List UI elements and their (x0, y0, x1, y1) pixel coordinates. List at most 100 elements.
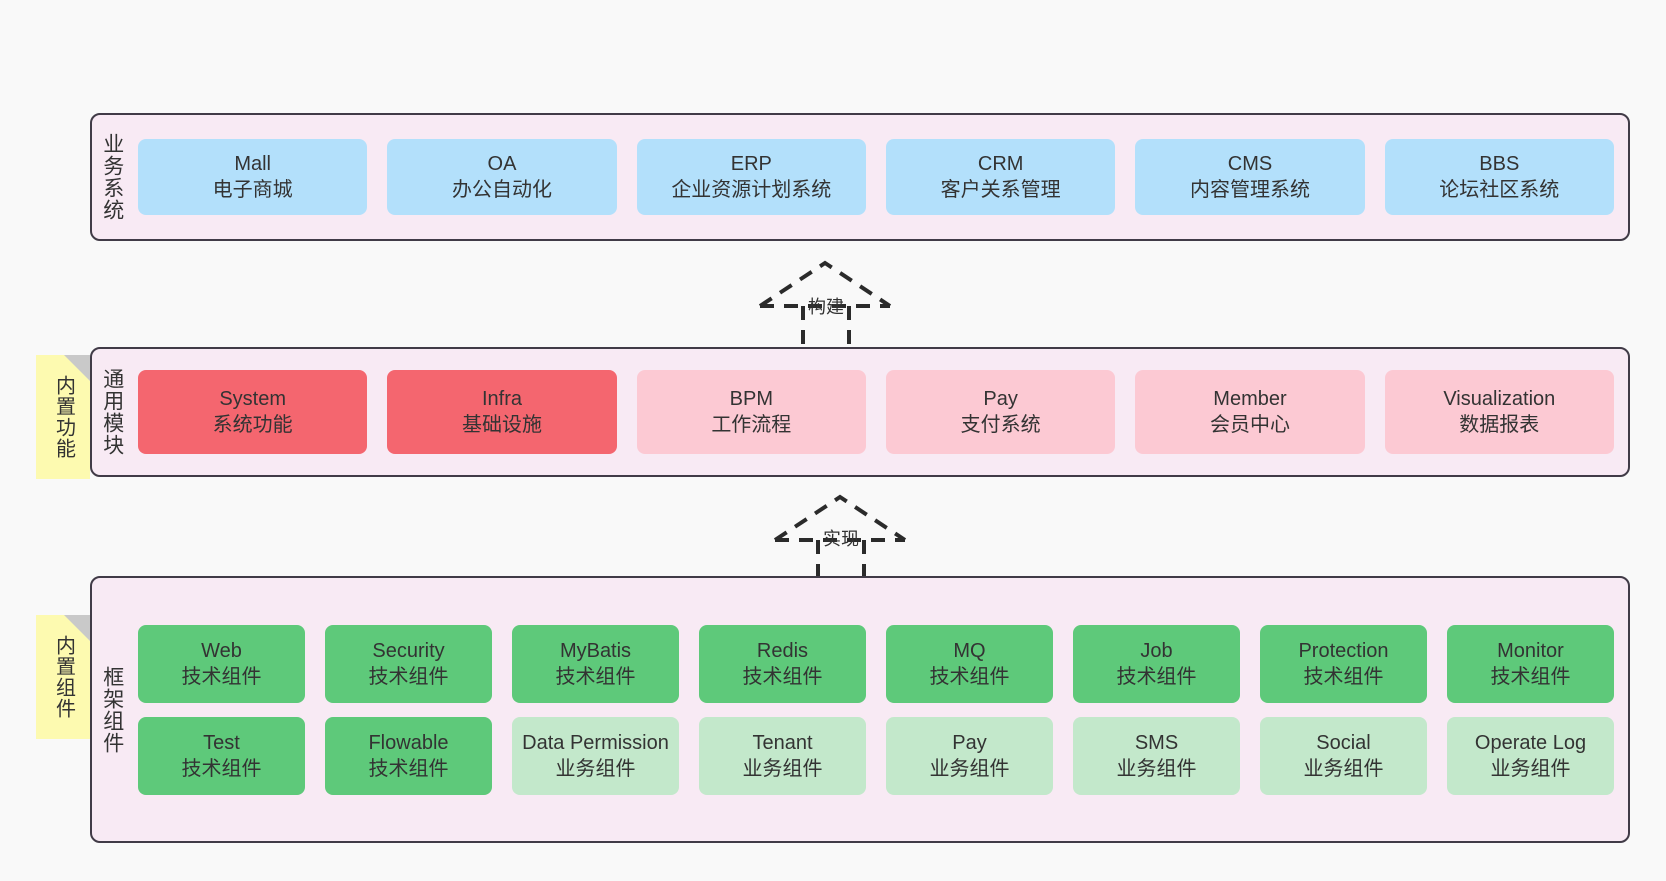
box-mq[interactable]: MQ 技术组件 (886, 624, 1053, 703)
box-title-cn: 系统功能 (212, 414, 293, 436)
box-title-en: Test (203, 731, 240, 754)
box-title-en: Pay (983, 388, 1018, 410)
box-title-cn: 业务组件 (742, 757, 823, 780)
box-title-cn: 技术组件 (555, 665, 636, 688)
box-title-en: MQ (953, 639, 986, 662)
box-bbs[interactable]: BBS 论坛社区系统 (1384, 139, 1614, 215)
box-title-cn: 业务组件 (1303, 757, 1384, 780)
box-title-cn: 客户关系管理 (940, 179, 1061, 201)
box-title-cn: 技术组件 (742, 665, 823, 688)
row-business-components: Test 技术组件 Flowable 技术组件 Data Permission … (138, 716, 1614, 795)
sticky-note-builtin-components: 内置组件 (36, 615, 90, 739)
box-title-cn: 企业资源计划系统 (671, 179, 832, 201)
row-tech-components: Web 技术组件 Security 技术组件 MyBatis 技术组件 Redi… (138, 624, 1614, 703)
box-pay-component[interactable]: Pay 业务组件 (886, 716, 1053, 795)
box-title-en: Web (201, 639, 242, 662)
box-crm[interactable]: CRM 客户关系管理 (885, 139, 1116, 215)
box-title-en: Mall (234, 153, 271, 175)
box-title-cn: 论坛社区系统 (1439, 179, 1560, 201)
box-title-cn: 技术组件 (929, 665, 1010, 688)
row-common-modules: System 系统功能 Infra 基础设施 BPM 工作流程 Pay 支付系统… (138, 370, 1614, 454)
box-erp[interactable]: ERP 企业资源计划系统 (636, 139, 866, 215)
layer-title-framework-component: 框架组件 (100, 665, 124, 754)
sticky-note-builtin-features: 内置功能 (36, 355, 90, 479)
layer-common-module[interactable]: 通用模块 System 系统功能 Infra 基础设施 BPM 工作流程 Pay… (90, 347, 1630, 477)
box-title-en: Flowable (368, 731, 449, 754)
note-fold-corner-icon (64, 615, 90, 641)
box-title-en: OA (487, 153, 517, 175)
box-title-en: System (219, 388, 286, 410)
layer-body-framework-component: Web 技术组件 Security 技术组件 MyBatis 技术组件 Redi… (132, 578, 1628, 841)
box-title-cn: 数据报表 (1459, 414, 1540, 436)
box-monitor[interactable]: Monitor 技术组件 (1447, 624, 1614, 703)
box-title-cn: 业务组件 (929, 757, 1010, 780)
box-title-cn: 技术组件 (1116, 665, 1197, 688)
box-title-cn: 业务组件 (1116, 757, 1197, 780)
layer-title-common-module: 通用模块 (100, 368, 124, 456)
box-title-en: Visualization (1443, 388, 1556, 410)
note-fold-corner-icon (64, 355, 90, 381)
box-data-permission[interactable]: Data Permission 业务组件 (512, 716, 679, 795)
box-flowable[interactable]: Flowable 技术组件 (325, 716, 492, 795)
box-web[interactable]: Web 技术组件 (138, 624, 305, 703)
box-title-en: Job (1140, 639, 1173, 662)
box-title-en: Protection (1298, 639, 1389, 662)
box-title-en: MyBatis (559, 639, 632, 662)
box-title-en: Data Permission (522, 731, 669, 754)
box-oa[interactable]: OA 办公自动化 (387, 139, 617, 215)
box-social[interactable]: Social 业务组件 (1260, 716, 1427, 795)
box-protection[interactable]: Protection 技术组件 (1260, 624, 1427, 703)
box-title-cn: 会员中心 (1209, 414, 1290, 436)
box-infra[interactable]: Infra 基础设施 (387, 370, 617, 454)
box-title-cn: 技术组件 (1490, 665, 1571, 688)
box-system[interactable]: System 系统功能 (138, 370, 368, 454)
box-title-en: Infra (481, 388, 522, 410)
layer-body-business-system: Mall 电子商城 OA 办公自动化 ERP 企业资源计划系统 CRM 客户关系… (132, 115, 1628, 239)
box-security[interactable]: Security 技术组件 (325, 624, 492, 703)
box-title-cn: 内容管理系统 (1189, 179, 1310, 201)
box-job[interactable]: Job 技术组件 (1073, 624, 1240, 703)
box-title-en: Pay (952, 731, 987, 754)
box-title-cn: 支付系统 (960, 414, 1041, 436)
box-redis[interactable]: Redis 技术组件 (699, 624, 866, 703)
box-mall[interactable]: Mall 电子商城 (138, 139, 368, 215)
sticky-note-label: 内置组件 (52, 635, 75, 719)
box-bpm[interactable]: BPM 工作流程 (636, 370, 866, 454)
box-title-en: ERP (730, 153, 772, 175)
box-tenant[interactable]: Tenant 业务组件 (699, 716, 866, 795)
box-title-cn: 工作流程 (711, 414, 792, 436)
box-test[interactable]: Test 技术组件 (138, 716, 305, 795)
box-pay-module[interactable]: Pay 支付系统 (885, 370, 1116, 454)
box-title-en: Redis (756, 639, 809, 662)
box-title-cn: 技术组件 (1303, 665, 1384, 688)
box-title-en: BBS (1479, 153, 1520, 175)
layer-framework-component[interactable]: 框架组件 Web 技术组件 Security 技术组件 MyBatis 技术组件… (90, 576, 1630, 843)
box-title-cn: 技术组件 (181, 665, 262, 688)
box-visualization[interactable]: Visualization 数据报表 (1384, 370, 1614, 454)
box-title-cn: 技术组件 (368, 665, 449, 688)
box-operate-log[interactable]: Operate Log 业务组件 (1447, 716, 1614, 795)
layer-title-business-system: 业务系统 (100, 133, 124, 221)
box-member[interactable]: Member 会员中心 (1135, 370, 1365, 454)
box-title-en: Operate Log (1474, 731, 1587, 754)
box-title-cn: 技术组件 (368, 757, 449, 780)
box-sms[interactable]: SMS 业务组件 (1073, 716, 1240, 795)
box-mybatis[interactable]: MyBatis 技术组件 (512, 624, 679, 703)
box-title-en: BPM (729, 388, 773, 410)
box-cms[interactable]: CMS 内容管理系统 (1135, 139, 1365, 215)
layer-business-system[interactable]: 业务系统 Mall 电子商城 OA 办公自动化 ERP 企业资源计划系统 CRM… (90, 113, 1630, 241)
box-title-en: Monitor (1497, 639, 1564, 662)
box-title-en: Member (1213, 388, 1287, 410)
box-title-en: CRM (977, 153, 1024, 175)
sticky-note-label: 内置功能 (52, 375, 75, 459)
box-title-cn: 基础设施 (461, 414, 542, 436)
box-title-cn: 办公自动化 (451, 179, 552, 201)
box-title-en: Tenant (752, 731, 813, 754)
box-title-en: SMS (1134, 731, 1179, 754)
box-title-cn: 电子商城 (212, 179, 293, 201)
box-title-en: Social (1316, 731, 1371, 754)
row-business-systems: Mall 电子商城 OA 办公自动化 ERP 企业资源计划系统 CRM 客户关系… (138, 139, 1614, 215)
box-title-en: Security (372, 639, 445, 662)
box-title-en: CMS (1227, 153, 1273, 175)
